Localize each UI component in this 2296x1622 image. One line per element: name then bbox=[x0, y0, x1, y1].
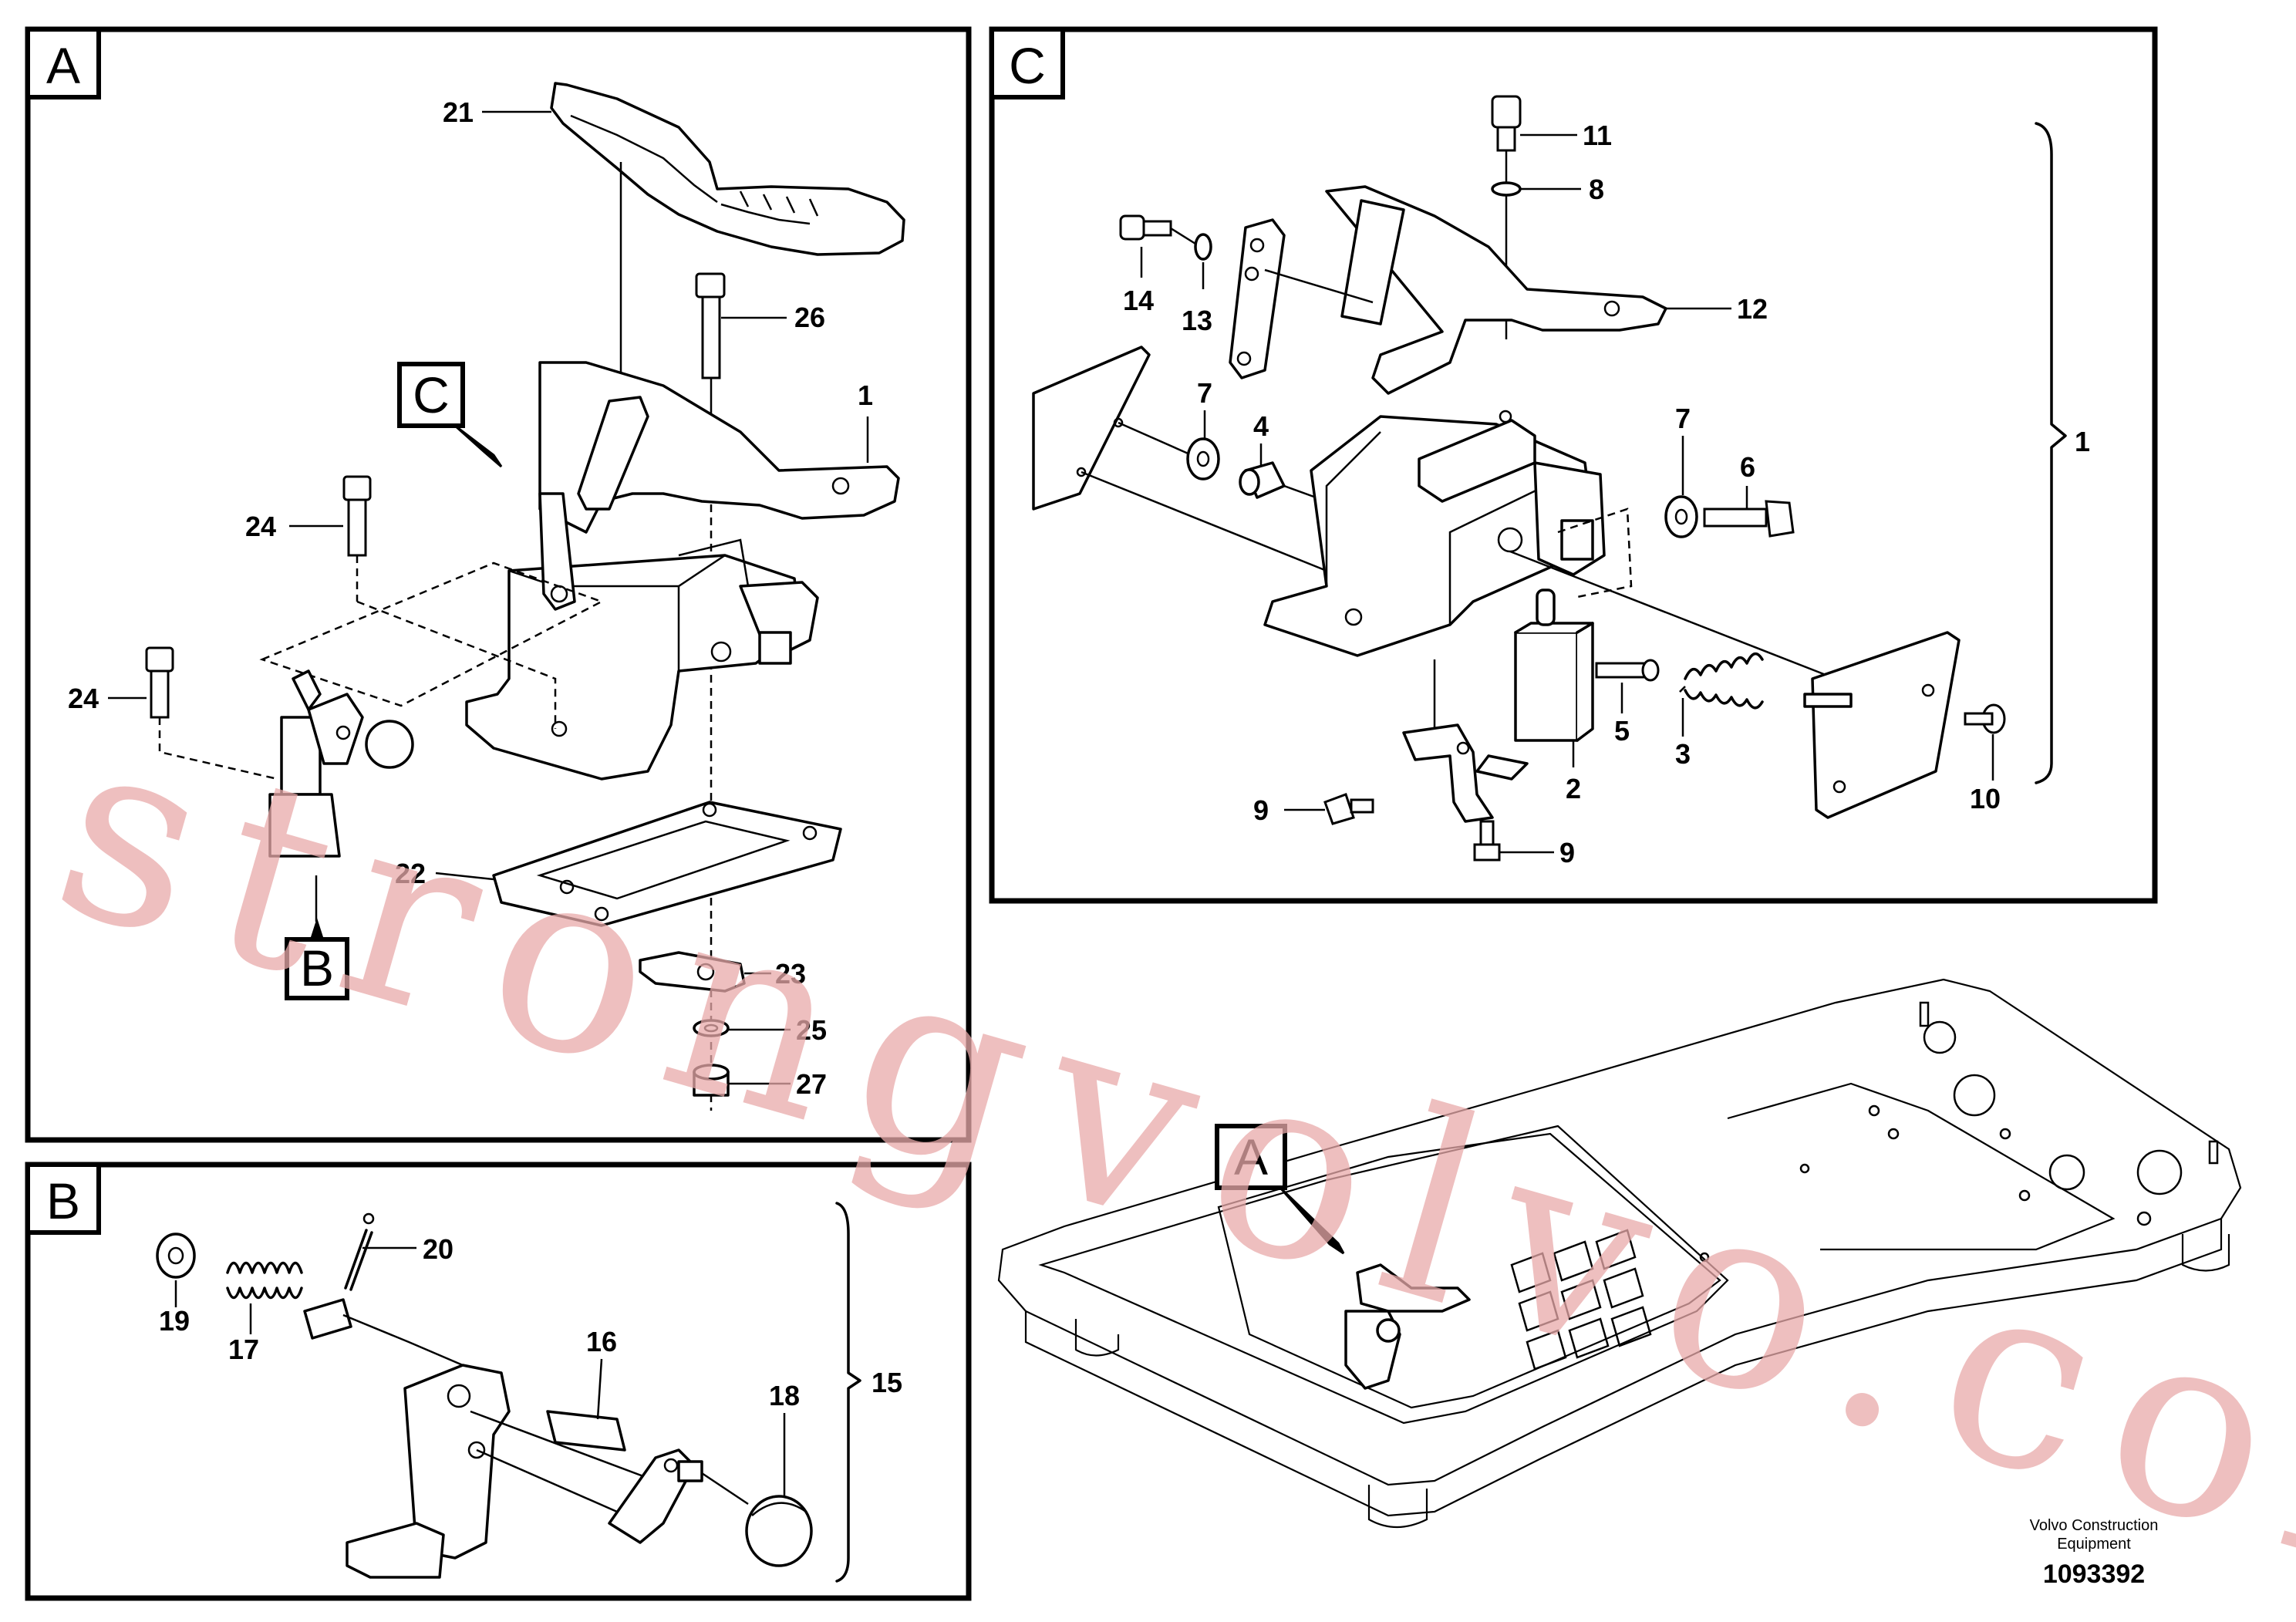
right-cover-plate bbox=[1803, 631, 1961, 819]
panel-b-frame bbox=[25, 1162, 972, 1601]
pedal-bracket-part-12 bbox=[1325, 185, 1667, 395]
label-part-5: 5 bbox=[1614, 715, 1630, 747]
washer-part-19 bbox=[156, 1233, 196, 1279]
gasket-part-22 bbox=[492, 801, 842, 927]
bolt-part-14 bbox=[1119, 214, 1172, 241]
housing-part-16 bbox=[346, 1364, 656, 1579]
watermark-text: strongvolvo.com bbox=[30, 676, 2296, 1622]
label-part-18: 18 bbox=[769, 1380, 800, 1411]
callout-b-label: B bbox=[300, 939, 334, 996]
panel-a-tag-box bbox=[25, 27, 101, 99]
label-part-14: 14 bbox=[1123, 285, 1154, 316]
panel-b-tag-box bbox=[25, 1162, 101, 1235]
label-part-17: 17 bbox=[228, 1334, 259, 1365]
panel-a-frame bbox=[25, 26, 972, 1143]
lever-arm bbox=[608, 1448, 703, 1544]
label-part-23: 23 bbox=[775, 958, 806, 990]
panel-c-tag-box bbox=[990, 27, 1065, 99]
spring-part-3 bbox=[1684, 652, 1764, 710]
bushing-part-4 bbox=[1239, 461, 1286, 499]
label-part-24-upper: 24 bbox=[245, 511, 276, 542]
nut-part-27 bbox=[693, 1064, 730, 1097]
label-part-24-lower: 24 bbox=[68, 683, 99, 714]
washer-part-7-left bbox=[1186, 437, 1220, 481]
main-switch-bracket bbox=[1263, 410, 1606, 657]
label-part-11: 11 bbox=[1583, 120, 1612, 151]
bolt-part-9-lower bbox=[1473, 820, 1501, 862]
floor-holes bbox=[1699, 1001, 2219, 1263]
panel-c: C bbox=[989, 26, 2158, 904]
small-bracket bbox=[1402, 723, 1529, 823]
label-part-27: 27 bbox=[796, 1068, 827, 1100]
footer-company-line1: Volvo Construction bbox=[2030, 1517, 2159, 1534]
footer-drawing-number: 1093392 bbox=[2043, 1560, 2145, 1589]
limit-switch-part-2 bbox=[1514, 588, 1594, 742]
floor-grill bbox=[1510, 1229, 1652, 1371]
label-part-9-left: 9 bbox=[1253, 794, 1269, 826]
left-cover-plate bbox=[1032, 346, 1151, 511]
plate-part-23 bbox=[639, 951, 746, 993]
label-part-20: 20 bbox=[423, 1233, 453, 1265]
label-part-22: 22 bbox=[395, 858, 426, 889]
knob-part-18 bbox=[745, 1495, 813, 1567]
washer-part-7-right bbox=[1664, 495, 1698, 538]
label-part-1-assembly: 1 bbox=[2075, 426, 2090, 457]
panel-b: B bbox=[25, 1162, 972, 1601]
drawing-footer: Volvo Construction Equipment 1093392 bbox=[2030, 1517, 2159, 1589]
overview-pedal bbox=[1344, 1263, 1471, 1390]
panel-a-tag: A bbox=[46, 37, 80, 94]
label-part-8: 8 bbox=[1589, 174, 1604, 205]
label-part-7-left: 7 bbox=[1197, 377, 1212, 409]
washer-part-8 bbox=[1491, 181, 1522, 197]
washer-part-13 bbox=[1194, 233, 1212, 261]
label-part-3: 3 bbox=[1675, 738, 1691, 770]
label-part-15: 15 bbox=[872, 1367, 902, 1398]
bracket-assembly-part-1 bbox=[465, 361, 900, 781]
cab-floor-overview: A bbox=[997, 978, 2242, 1529]
label-part-25: 25 bbox=[796, 1014, 827, 1046]
label-part-12: 12 bbox=[1737, 293, 1768, 325]
screw-part-11 bbox=[1491, 95, 1522, 152]
label-part-2: 2 bbox=[1566, 773, 1581, 804]
callout-c-box bbox=[397, 362, 465, 428]
label-part-9-lower: 9 bbox=[1559, 837, 1575, 868]
overview-callout-a-box bbox=[1215, 1124, 1287, 1190]
callout-c-label: C bbox=[413, 366, 450, 423]
link-plate bbox=[1229, 218, 1286, 379]
panel-c-tag: C bbox=[1009, 37, 1046, 94]
spring-part-17 bbox=[226, 1261, 303, 1300]
label-part-13: 13 bbox=[1182, 305, 1212, 336]
label-part-19: 19 bbox=[159, 1305, 190, 1337]
bolt-part-26 bbox=[695, 272, 726, 379]
pin-part-20 bbox=[303, 1212, 375, 1340]
lock-mechanism-b-small bbox=[268, 669, 414, 858]
label-part-6: 6 bbox=[1740, 451, 1755, 483]
label-part-1: 1 bbox=[858, 379, 873, 411]
label-part-10: 10 bbox=[1970, 783, 2001, 814]
label-part-26: 26 bbox=[794, 302, 825, 333]
label-part-21: 21 bbox=[443, 96, 474, 128]
screw-part-5 bbox=[1595, 659, 1660, 682]
footer-company-line2: Equipment bbox=[2057, 1536, 2131, 1553]
bolt-part-24-upper bbox=[342, 475, 372, 557]
panel-c-frame bbox=[989, 26, 2158, 904]
bolt-part-6 bbox=[1703, 500, 1795, 538]
washer-part-25 bbox=[693, 1019, 730, 1037]
panel-a: A bbox=[25, 26, 972, 1143]
bolt-part-9-left bbox=[1323, 793, 1374, 825]
callout-b-box bbox=[285, 937, 349, 1000]
label-part-4: 4 bbox=[1253, 410, 1269, 442]
label-part-7-right: 7 bbox=[1675, 403, 1691, 434]
panel-b-tag: B bbox=[46, 1172, 80, 1229]
screw-part-10 bbox=[1964, 703, 2006, 734]
overview-callout-a-label: A bbox=[1234, 1128, 1268, 1185]
label-part-16: 16 bbox=[586, 1326, 617, 1357]
pedal-part-21 bbox=[550, 82, 905, 256]
